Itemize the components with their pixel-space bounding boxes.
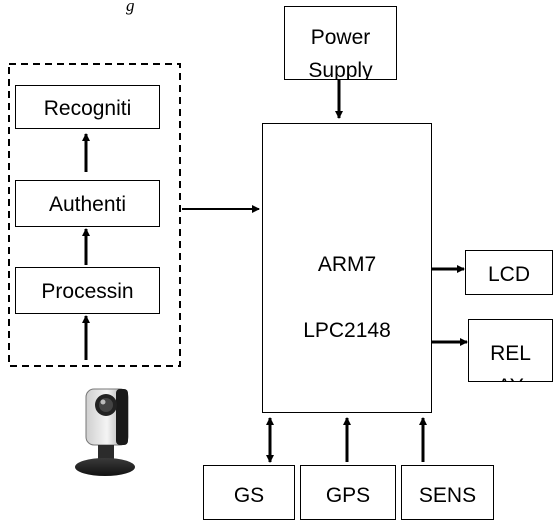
- arm7-label: ARM7: [317, 253, 377, 276]
- lcd-block: LCD: [465, 250, 553, 295]
- gps-label: GPS: [325, 484, 371, 507]
- recognition-block: Recogniti: [15, 85, 160, 129]
- webcam-icon: [75, 388, 135, 476]
- gps-block: GPS: [300, 465, 396, 520]
- sensor-label: SENS: [418, 484, 477, 507]
- recognition-label: Recogniti: [43, 97, 132, 120]
- power-supply-label-line2: Supply: [308, 59, 373, 80]
- power-supply-block: Power Supply: [284, 6, 397, 80]
- relay-label-line2: AY: [469, 376, 552, 381]
- authentication-block: Authenti: [15, 180, 160, 227]
- authentication-label: Authenti: [48, 193, 127, 216]
- relay-label-line1: REL: [490, 342, 531, 365]
- arm7-controller-block: ARM7 LPC2148: [262, 123, 432, 413]
- lcd-label: LCD: [487, 263, 530, 286]
- processing-block: Processin: [15, 267, 160, 314]
- gsm-label: GS: [233, 484, 265, 507]
- relay-block: REL AY: [468, 319, 553, 382]
- figure-caption-fragment: g: [126, 0, 135, 15]
- sensor-block: SENS: [401, 465, 494, 520]
- image-processing-group-border: [8, 63, 181, 367]
- gsm-block: GS: [203, 465, 295, 520]
- lpc2148-label: LPC2148: [303, 319, 391, 342]
- power-supply-label-line1: Power: [310, 26, 371, 49]
- processing-label: Processin: [41, 280, 134, 303]
